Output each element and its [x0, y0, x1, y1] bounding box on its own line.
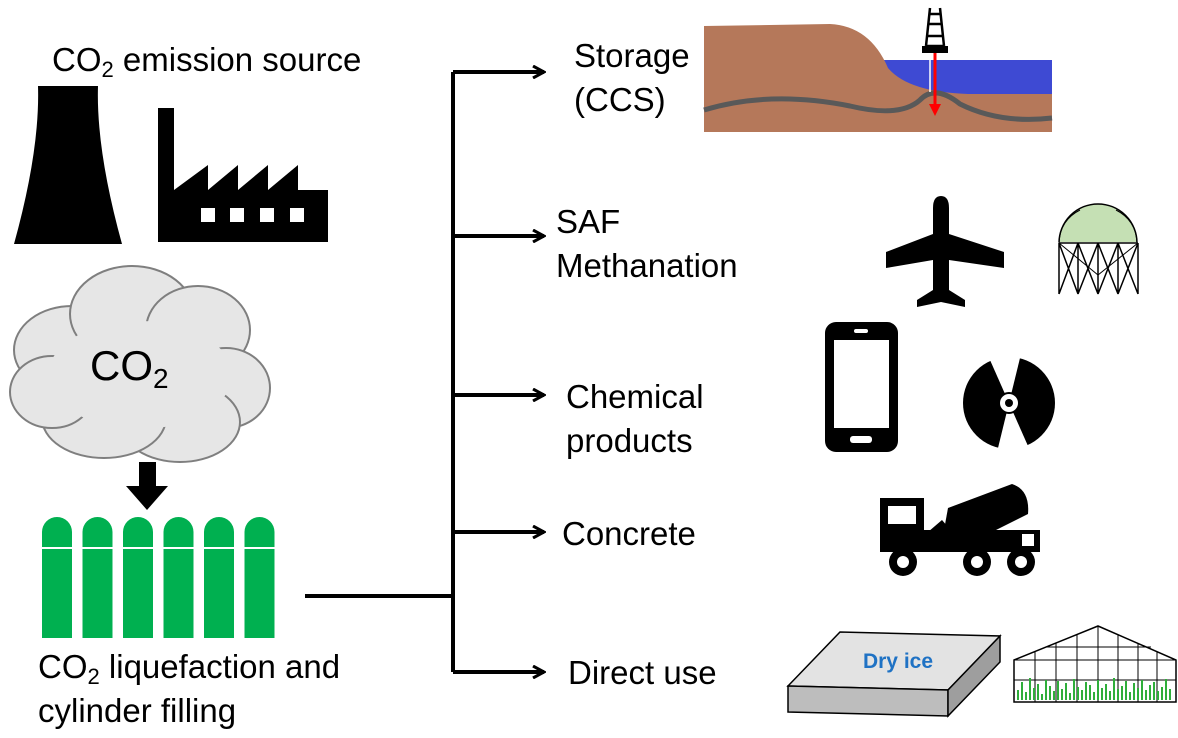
- cloud-co2-label: CO2: [90, 342, 169, 394]
- cylinder-shoulder-line: [123, 547, 153, 549]
- label-saf-line2: Methanation: [556, 247, 738, 284]
- liquefaction-line1: CO2 liquefaction and: [38, 648, 341, 689]
- label-chemical-products: Chemical products: [566, 375, 704, 463]
- cylinder-shoulder-line: [82, 547, 113, 549]
- gas-holder-icon: [1058, 203, 1139, 295]
- factory-icon: [158, 108, 328, 242]
- cylinder-shoulder-line: [163, 547, 194, 549]
- concrete-mixer-truck-icon: [880, 484, 1040, 576]
- label-chemical-line1: Chemical: [566, 378, 704, 415]
- greenhouse-icon: [1013, 625, 1177, 703]
- connector-lines: [305, 72, 455, 672]
- label-chemical-line2: products: [566, 422, 693, 459]
- label-concrete-line1: Concrete: [562, 515, 696, 552]
- label-storage-line2: (CCS): [574, 81, 666, 118]
- down-arrow: [126, 462, 168, 510]
- disc-icon: [963, 356, 1055, 450]
- gas-cylinder: [42, 517, 72, 638]
- dry-ice-label: Dry ice: [863, 650, 933, 673]
- label-saf-methanation: SAF Methanation: [556, 200, 738, 288]
- gas-cylinder: [163, 517, 194, 638]
- label-saf-line1: SAF: [556, 203, 621, 240]
- label-direct-line1: Direct use: [568, 654, 717, 691]
- cylinder-shoulder-line: [42, 547, 72, 549]
- liquefaction-line2: cylinder filling: [38, 692, 237, 729]
- liquefaction-label: CO2 liquefaction and cylinder filling: [38, 645, 340, 733]
- cooling-tower-icon: [14, 86, 122, 244]
- cylinder-shoulder-line: [204, 547, 234, 549]
- geological-storage-icon: [703, 7, 1053, 132]
- gas-cylinder: [204, 517, 234, 638]
- label-concrete: Concrete: [562, 512, 696, 556]
- cylinder-shoulder-line: [244, 547, 275, 549]
- label-direct-use: Direct use: [568, 651, 717, 695]
- gas-cylinder: [82, 517, 113, 638]
- gas-cylinder: [123, 517, 153, 638]
- airplane-icon: [886, 196, 1004, 307]
- label-storage: Storage (CCS): [574, 34, 690, 122]
- smartphone-icon: [825, 322, 898, 452]
- emission-source-title: CO2 emission source: [52, 41, 362, 82]
- label-storage-line1: Storage: [574, 37, 690, 74]
- dry-ice-block-icon: Dry ice: [786, 631, 1002, 718]
- gas-cylinders: [42, 517, 275, 638]
- gas-cylinder: [244, 517, 275, 638]
